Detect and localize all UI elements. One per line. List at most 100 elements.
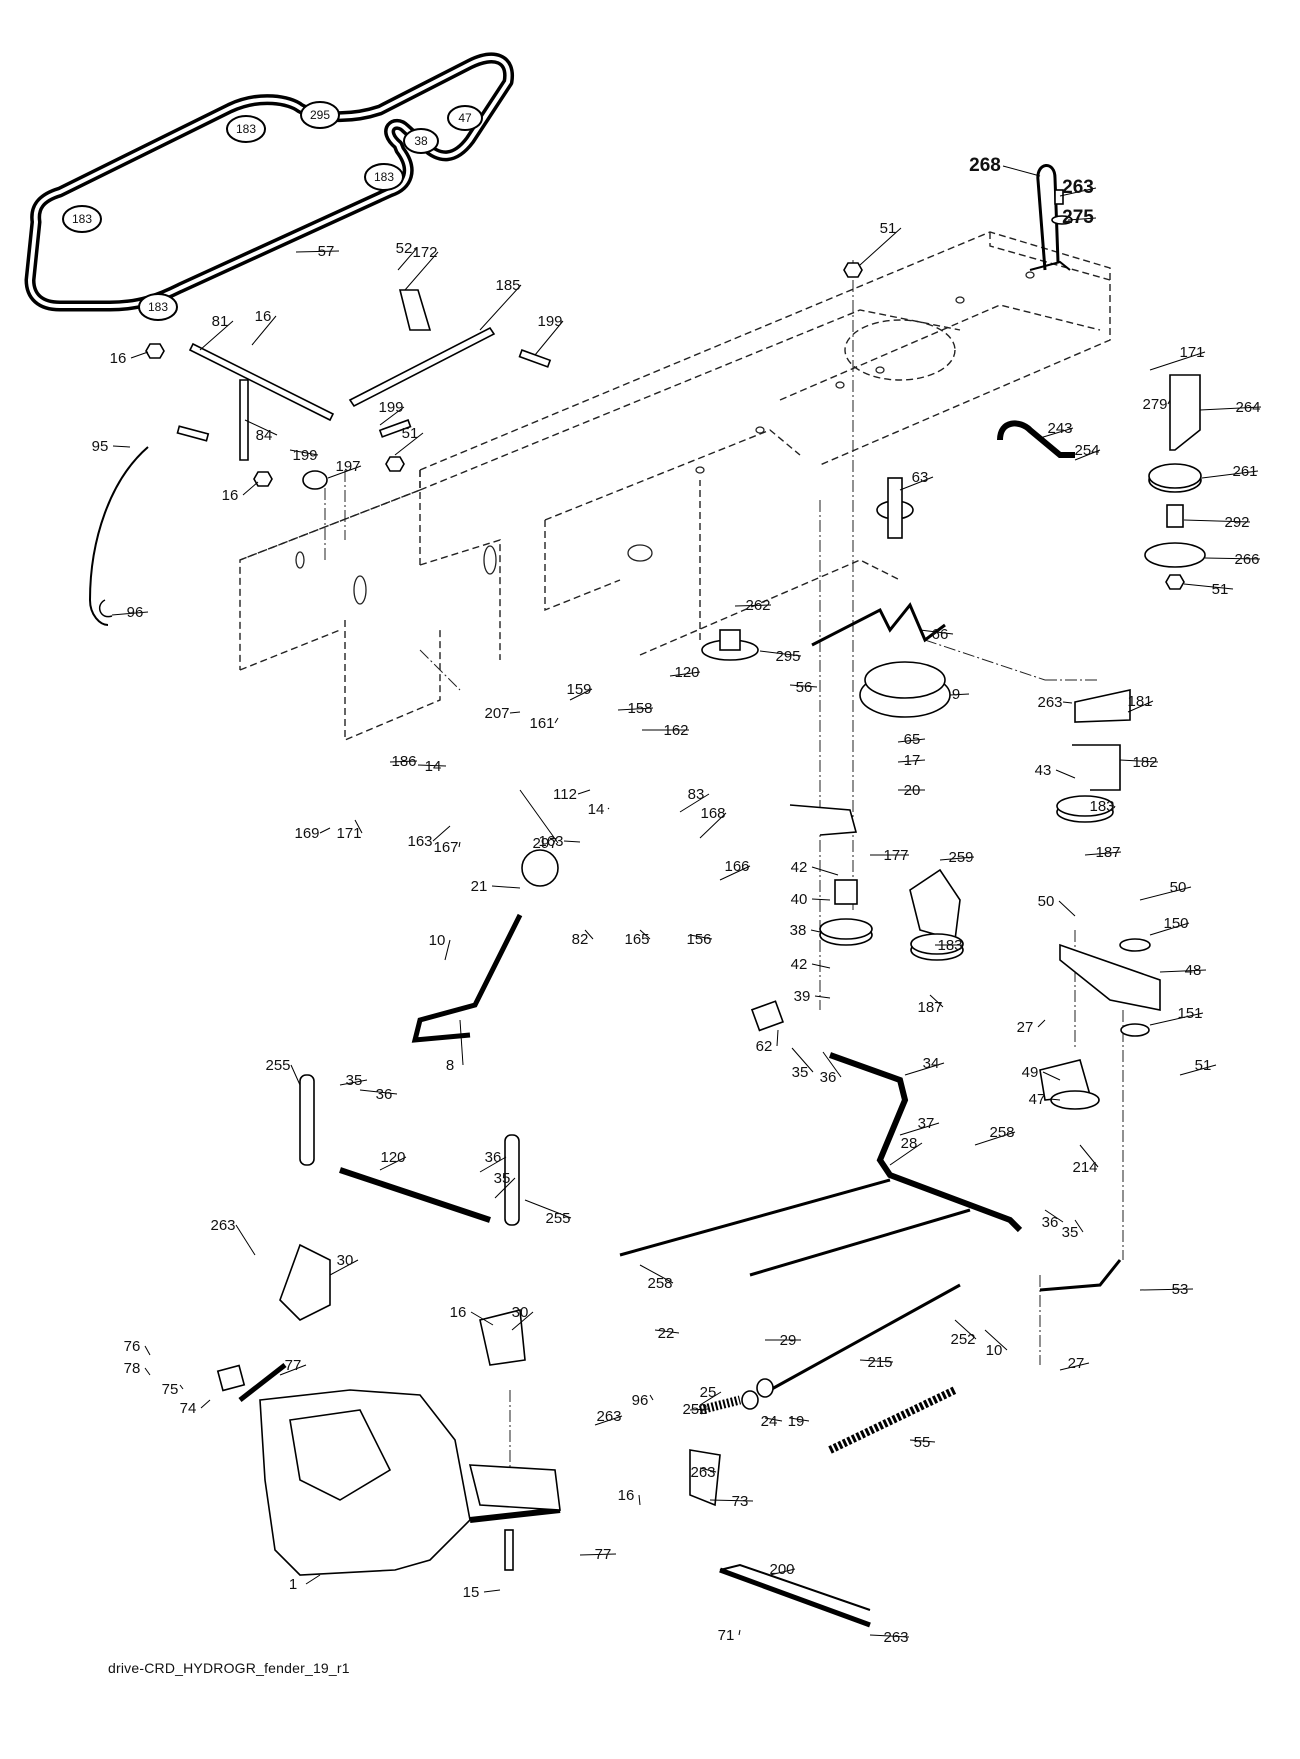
part-callout: 19	[788, 1413, 810, 1430]
leader-line	[954, 1319, 977, 1340]
leader-line	[1059, 187, 1097, 197]
leader-line	[1084, 851, 1122, 856]
leader-line	[639, 929, 651, 940]
part-number-label: 96	[632, 1392, 649, 1409]
part-callout: 39	[794, 988, 831, 1005]
part-number-label: 42	[791, 956, 808, 973]
leader-line	[789, 1417, 810, 1422]
leader-line	[654, 1329, 680, 1334]
part-callout: 78	[124, 1360, 151, 1377]
part-number-label: 275	[1062, 207, 1094, 228]
leader-line	[607, 807, 610, 810]
part-number-label: 254	[1074, 442, 1099, 459]
part-number-label: 76	[124, 1338, 141, 1355]
leader-line	[327, 465, 362, 479]
part-callout: 183	[935, 937, 963, 954]
leader-line	[759, 650, 802, 657]
part-callout: 30	[329, 1252, 359, 1276]
part-number-label: 163	[407, 833, 432, 850]
leader-line	[479, 1156, 507, 1173]
part-callout: 29	[765, 1332, 801, 1349]
part-callout: 96	[111, 604, 149, 621]
part-number-label: 172	[412, 244, 437, 261]
leader-line	[1139, 886, 1192, 901]
part-callout: 165	[624, 929, 651, 948]
part-number-label: 16	[255, 308, 272, 325]
part-number-label: 169	[294, 825, 319, 842]
part-number-label: 36	[1042, 1214, 1059, 1231]
leader-line	[1183, 583, 1234, 590]
part-callout: 22	[654, 1325, 680, 1342]
part-callout: 120	[379, 1149, 407, 1171]
leader-line	[1139, 1288, 1194, 1291]
part-number-label: 36	[820, 1069, 837, 1086]
part-callout: 199	[289, 447, 319, 464]
leader-line	[1074, 449, 1101, 461]
part-number-label: 171	[1179, 344, 1204, 361]
part-callout: 258	[639, 1264, 674, 1292]
part-number-label: 168	[700, 805, 725, 822]
part-number-label: 292	[1224, 514, 1249, 531]
leader-line	[904, 1062, 945, 1076]
leader-line	[290, 1064, 301, 1086]
leader-line	[509, 711, 521, 714]
part-number-label: 35	[494, 1170, 511, 1187]
part-callout: 20	[898, 782, 925, 799]
leader-line	[1002, 165, 1041, 177]
part-number-label: 55	[914, 1434, 931, 1451]
part-callout: 243	[1039, 420, 1074, 439]
part-callout: 81	[199, 313, 234, 351]
part-number-label: 56	[796, 679, 813, 696]
part-number-label: 96	[127, 604, 144, 621]
leader-line	[1037, 1019, 1046, 1028]
leader-line	[329, 1259, 359, 1276]
part-number-label: 151	[1177, 1005, 1202, 1022]
part-callout: 159	[566, 681, 593, 701]
part-callout: 57	[295, 243, 340, 260]
part-callout: 215	[859, 1354, 894, 1371]
part-callout: 177	[870, 847, 909, 864]
part-number-label: 297	[532, 835, 557, 852]
part-number-label: 266	[1234, 551, 1259, 568]
part-callout: 207	[484, 705, 521, 722]
part-callout: 53	[1139, 1281, 1194, 1298]
leader-line	[279, 1364, 307, 1376]
leader-line	[909, 1439, 936, 1443]
leader-line	[1201, 470, 1259, 479]
part-callout: 51	[1179, 1057, 1217, 1076]
part-number-label: 66	[932, 626, 949, 643]
leader-line	[458, 841, 461, 848]
leader-line	[899, 1122, 940, 1136]
leader-line	[1159, 969, 1207, 973]
leader-line	[1149, 1012, 1204, 1026]
part-number-label: 65	[904, 731, 921, 748]
leader-line	[810, 929, 821, 933]
part-number-label: 158	[627, 700, 652, 717]
part-number-label: 255	[545, 1210, 570, 1227]
leader-line	[984, 1329, 1008, 1351]
part-number-label: 165	[624, 931, 649, 948]
leader-line	[554, 717, 559, 724]
leader-line	[939, 856, 975, 861]
belt-pulley-label: 38	[414, 134, 428, 148]
part-number-label: 16	[222, 487, 239, 504]
leader-line	[1149, 922, 1190, 936]
leader-line	[1074, 1219, 1084, 1233]
belt-pulley-label: 183	[148, 300, 168, 314]
part-callout: 214	[1072, 1144, 1099, 1176]
leader-line	[1067, 217, 1097, 221]
part-callout: 77	[279, 1357, 307, 1376]
part-number-label: 51	[402, 425, 419, 442]
part-number-label: 268	[969, 155, 1001, 176]
part-number-label: 73	[732, 1493, 749, 1510]
part-callout: 9	[949, 686, 970, 703]
part-callout: 27	[1059, 1355, 1090, 1372]
part-callout: 51	[1183, 581, 1234, 598]
part-callout: 27	[1017, 1019, 1046, 1036]
part-callout: 35	[1062, 1219, 1084, 1241]
part-callout: 261	[1201, 463, 1259, 480]
leader-line	[519, 789, 559, 844]
part-number-label: 35	[346, 1072, 363, 1089]
part-number-label: 199	[292, 447, 317, 464]
bypass-handle-268	[1036, 164, 1060, 271]
